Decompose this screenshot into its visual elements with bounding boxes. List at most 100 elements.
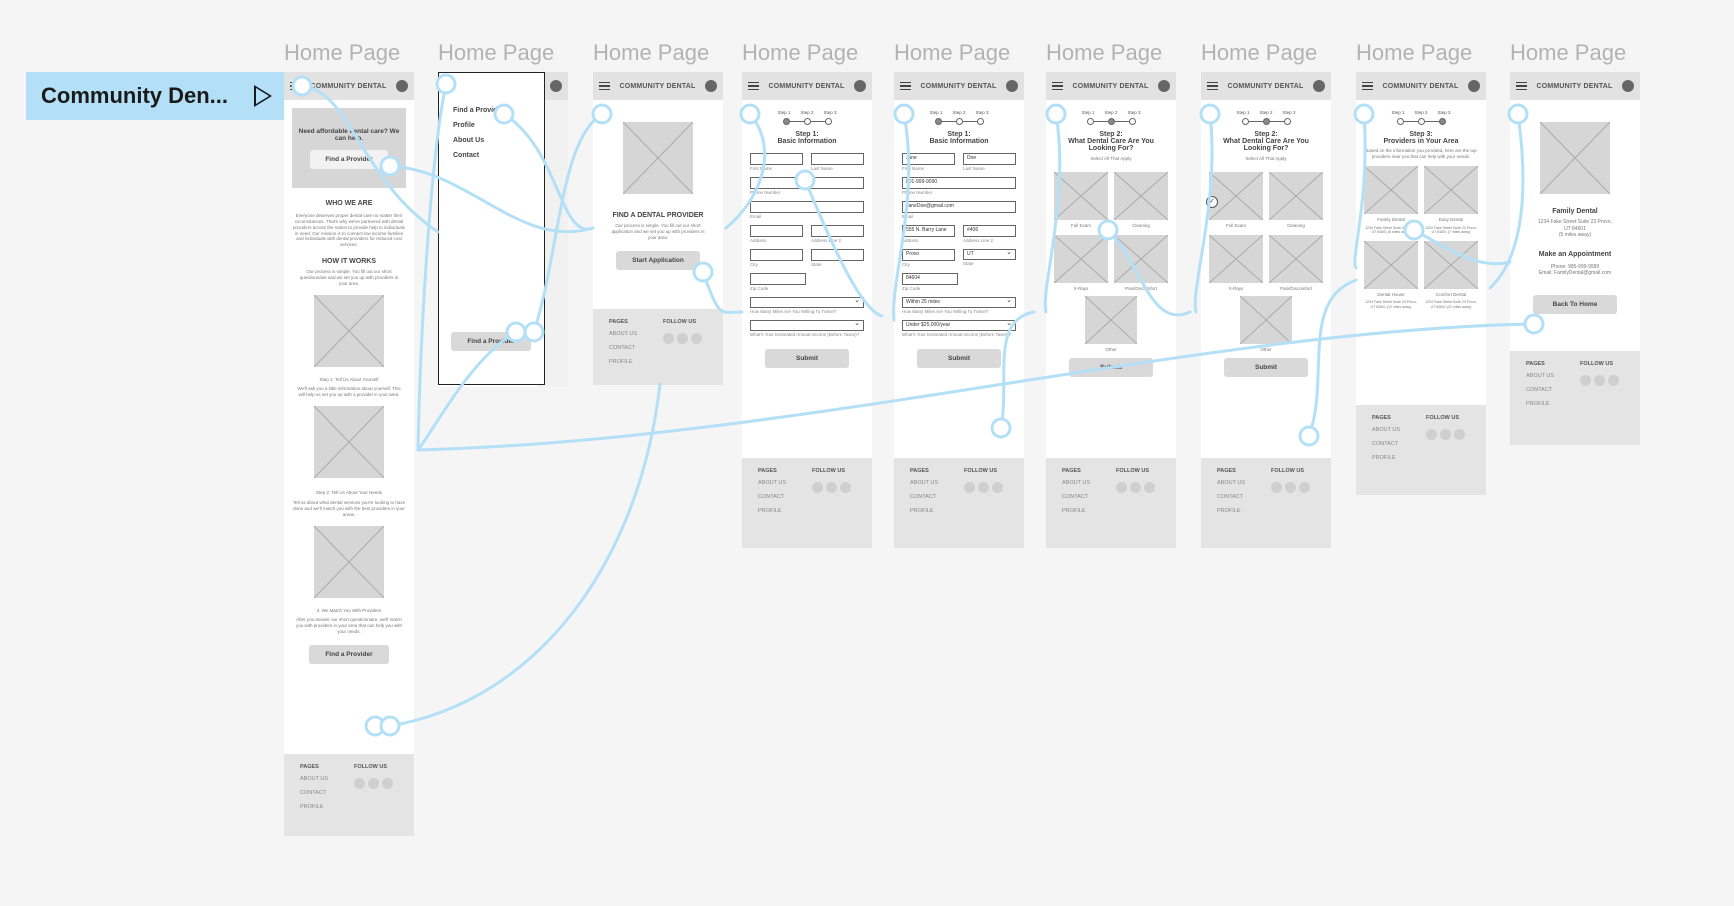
social-icon[interactable]	[1440, 429, 1452, 440]
hamburger-icon[interactable]	[1516, 81, 1527, 91]
social-icon[interactable]	[1580, 375, 1592, 386]
frame-title-9[interactable]: Home Page	[1510, 40, 1627, 65]
footer-link-about[interactable]: ABOUT US	[910, 480, 939, 486]
phone-field[interactable]: 801-999-9090	[902, 177, 1016, 189]
avatar[interactable]	[854, 80, 866, 92]
social-icon[interactable]	[691, 333, 703, 344]
frame-menu[interactable]: COMMUNITY DENTAL Find a Provider Profile…	[438, 72, 568, 387]
footer-link-about[interactable]: ABOUT US	[300, 776, 329, 782]
social-icon[interactable]	[677, 333, 689, 344]
menu-find-provider-button[interactable]: Find a Provider	[451, 332, 531, 351]
option-full-exam[interactable]: Full Exam	[1054, 171, 1108, 229]
income-select[interactable]	[750, 319, 864, 331]
social-icon[interactable]	[978, 482, 990, 493]
option-other[interactable]: Other	[1240, 295, 1292, 353]
provider-phone[interactable]: Phone: 985-999-9999	[1550, 263, 1600, 270]
first-name-field[interactable]: Jane	[902, 153, 955, 165]
footer-link-profile[interactable]: PROFILE	[609, 359, 633, 365]
social-icon[interactable]	[964, 482, 976, 493]
footer-link-profile[interactable]: PROFILE	[910, 508, 934, 514]
address2-field[interactable]: #406	[963, 225, 1016, 237]
phone-field[interactable]	[750, 177, 864, 189]
prototype-flow-tag[interactable]: Community Den...	[26, 72, 284, 120]
provider-email[interactable]: Email: FamilyDental@gmail.com	[1538, 270, 1612, 276]
social-icon[interactable]	[826, 482, 838, 493]
submit-button[interactable]: Submit	[765, 349, 849, 368]
frame-find-provider[interactable]: COMMUNITY DENTAL FIND A DENTAL PROVIDER …	[593, 72, 723, 385]
address2-field[interactable]	[811, 225, 864, 237]
footer-link-contact[interactable]: CONTACT	[910, 494, 937, 500]
frame-title-6[interactable]: Home Page	[1046, 40, 1163, 65]
social-icon[interactable]	[1594, 375, 1606, 386]
footer-link-profile[interactable]: PROFILE	[1526, 401, 1550, 407]
submit-button[interactable]: Submit	[917, 349, 1001, 368]
frame-title-1[interactable]: Home Page	[284, 40, 401, 65]
footer-link-profile[interactable]: PROFILE	[1217, 508, 1241, 514]
email-field[interactable]: JaneDoe@gmail.com	[902, 201, 1016, 213]
avatar[interactable]	[1006, 80, 1018, 92]
footer-link-about[interactable]: ABOUT US	[609, 331, 638, 337]
frame-title-5[interactable]: Home Page	[894, 40, 1011, 65]
start-application-button[interactable]: Start Application	[616, 250, 700, 270]
footer-link-contact[interactable]: CONTACT	[1062, 494, 1089, 500]
social-icon[interactable]	[382, 778, 394, 789]
zip-field[interactable]: 84604	[902, 273, 958, 285]
hamburger-icon[interactable]	[1052, 81, 1063, 91]
side-menu[interactable]: Find a Provider Profile About Us Contact…	[438, 72, 545, 385]
footer-link-contact[interactable]: CONTACT	[1526, 387, 1553, 393]
social-icon[interactable]	[368, 778, 380, 789]
menu-item-contact[interactable]: Contact	[453, 152, 480, 159]
social-icon[interactable]	[1116, 482, 1128, 493]
find-provider-bottom-button[interactable]: Find a Provider	[309, 644, 389, 664]
state-select[interactable]: UT	[963, 248, 1016, 260]
address-field[interactable]: 555 N. Barry Lane	[902, 225, 955, 237]
hamburger-icon[interactable]	[1362, 81, 1373, 91]
social-icon[interactable]	[1608, 375, 1620, 386]
frame-title-2[interactable]: Home Page	[438, 40, 555, 65]
hamburger-icon[interactable]	[1207, 81, 1218, 91]
footer-link-profile[interactable]: PROFILE	[300, 804, 324, 810]
option-xrays[interactable]: X-Rays	[1054, 234, 1108, 292]
avatar[interactable]	[1622, 80, 1634, 92]
option-full-exam[interactable]: Full Exam	[1209, 171, 1263, 229]
address-field[interactable]	[750, 225, 803, 237]
play-icon[interactable]	[254, 85, 272, 107]
email-field[interactable]	[750, 201, 864, 213]
footer-link-contact[interactable]: CONTACT	[1217, 494, 1244, 500]
avatar[interactable]	[705, 80, 717, 92]
avatar[interactable]	[396, 80, 408, 92]
avatar[interactable]	[550, 80, 562, 92]
social-icon[interactable]	[812, 482, 824, 493]
footer-link-contact[interactable]: CONTACT	[609, 345, 636, 351]
zip-field[interactable]	[750, 273, 806, 285]
last-name-field[interactable]	[811, 153, 864, 165]
option-other[interactable]: Other	[1085, 295, 1137, 353]
footer-link-contact[interactable]: CONTACT	[1372, 441, 1399, 447]
city-field[interactable]: Provo	[902, 249, 955, 261]
footer-link-about[interactable]: ABOUT US	[1217, 480, 1246, 486]
income-select[interactable]: Under $25,000/year	[902, 319, 1016, 331]
avatar[interactable]	[1468, 80, 1480, 92]
social-icon[interactable]	[1299, 482, 1311, 493]
last-name-field[interactable]: Doe	[963, 153, 1016, 165]
footer-link-about[interactable]: ABOUT US	[1062, 480, 1091, 486]
hamburger-icon[interactable]	[599, 81, 610, 91]
footer-link-about[interactable]: ABOUT US	[1372, 427, 1401, 433]
frame-title-7[interactable]: Home Page	[1201, 40, 1318, 65]
footer-link-profile[interactable]: PROFILE	[758, 508, 782, 514]
miles-select[interactable]	[750, 296, 864, 308]
footer-link-contact[interactable]: CONTACT	[758, 494, 785, 500]
footer-link-profile[interactable]: PROFILE	[1372, 455, 1396, 461]
social-icon[interactable]	[663, 333, 675, 344]
option-cleaning[interactable]: Cleaning	[1269, 171, 1323, 229]
avatar[interactable]	[1158, 80, 1170, 92]
state-field[interactable]	[811, 249, 864, 261]
back-to-home-button[interactable]: Back To Home	[1533, 294, 1617, 314]
